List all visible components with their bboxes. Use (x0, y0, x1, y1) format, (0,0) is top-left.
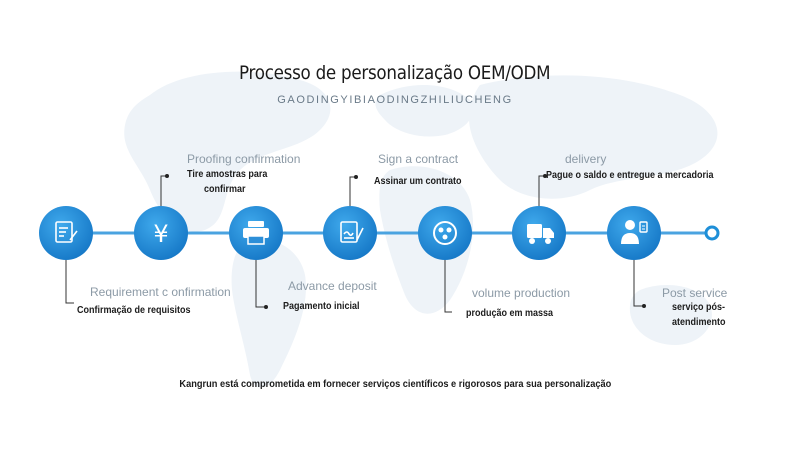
connector-dot-7 (642, 304, 646, 308)
tagline: Kangrun está comprometida em fornecer se… (179, 378, 612, 390)
step-node-6 (512, 206, 566, 260)
step-7-pt-label-line2: atendimento (672, 317, 726, 328)
step-node-3 (229, 206, 283, 260)
printer-icon (243, 221, 269, 245)
document-edit-icon (55, 221, 78, 243)
step-6-pt-label: Pague o saldo e entregue a mercadoria (546, 170, 714, 181)
connector-dot-2 (165, 174, 169, 178)
service-person-icon (621, 220, 648, 244)
production-icon (433, 221, 457, 245)
connector-dot-4 (354, 175, 358, 179)
step-3-en-label: Advance deposit (288, 279, 377, 293)
connector-step-6 (538, 175, 545, 208)
connector-dot-6 (543, 174, 547, 178)
step-4-pt-label: Assinar um contrato (374, 176, 462, 187)
step-5-pt-label: produção em massa (466, 308, 554, 319)
step-3-pt-label: Pagamento inicial (283, 301, 360, 312)
step-4-en-label: Sign a contract (378, 152, 459, 166)
step-7-en-label: Post service (662, 286, 728, 300)
step-7-pt-label-line1: serviço pós- (672, 302, 726, 313)
step-node-1 (39, 206, 93, 260)
step-2-pt-label-line1: Tire amostras para (187, 169, 268, 180)
connector-dot-3 (264, 305, 268, 309)
delivery-truck-icon (527, 224, 554, 244)
step-1-en-label: Requirement c onfirmation (90, 285, 231, 299)
connector-step-2 (160, 175, 167, 208)
connector-step-5 (444, 258, 452, 313)
connector-step-4 (349, 176, 356, 208)
page-title: Processo de personalização OEM/ODM (238, 62, 551, 84)
timeline-end-marker (704, 225, 720, 241)
step-1-pt-label: Confirmação de requisitos (77, 305, 191, 316)
step-6-en-label: delivery (565, 152, 607, 166)
step-2-pt-label-line2: confirmar (204, 184, 246, 195)
page-subtitle: GAODINGYIBIAODINGZHILIUCHENG (277, 94, 513, 106)
step-node-7 (607, 206, 661, 260)
connector-step-1 (65, 258, 74, 304)
step-2-en-label: Proofing confirmation (187, 152, 301, 166)
step-node-2: ¥ (134, 206, 188, 260)
connector-step-7 (633, 258, 644, 307)
yen-icon: ¥ (153, 220, 168, 248)
contract-sign-icon (340, 221, 364, 243)
step-node-4 (323, 206, 377, 260)
connector-step-3 (255, 258, 266, 308)
step-node-5 (418, 206, 472, 260)
step-5-en-label: volume production (472, 286, 571, 300)
